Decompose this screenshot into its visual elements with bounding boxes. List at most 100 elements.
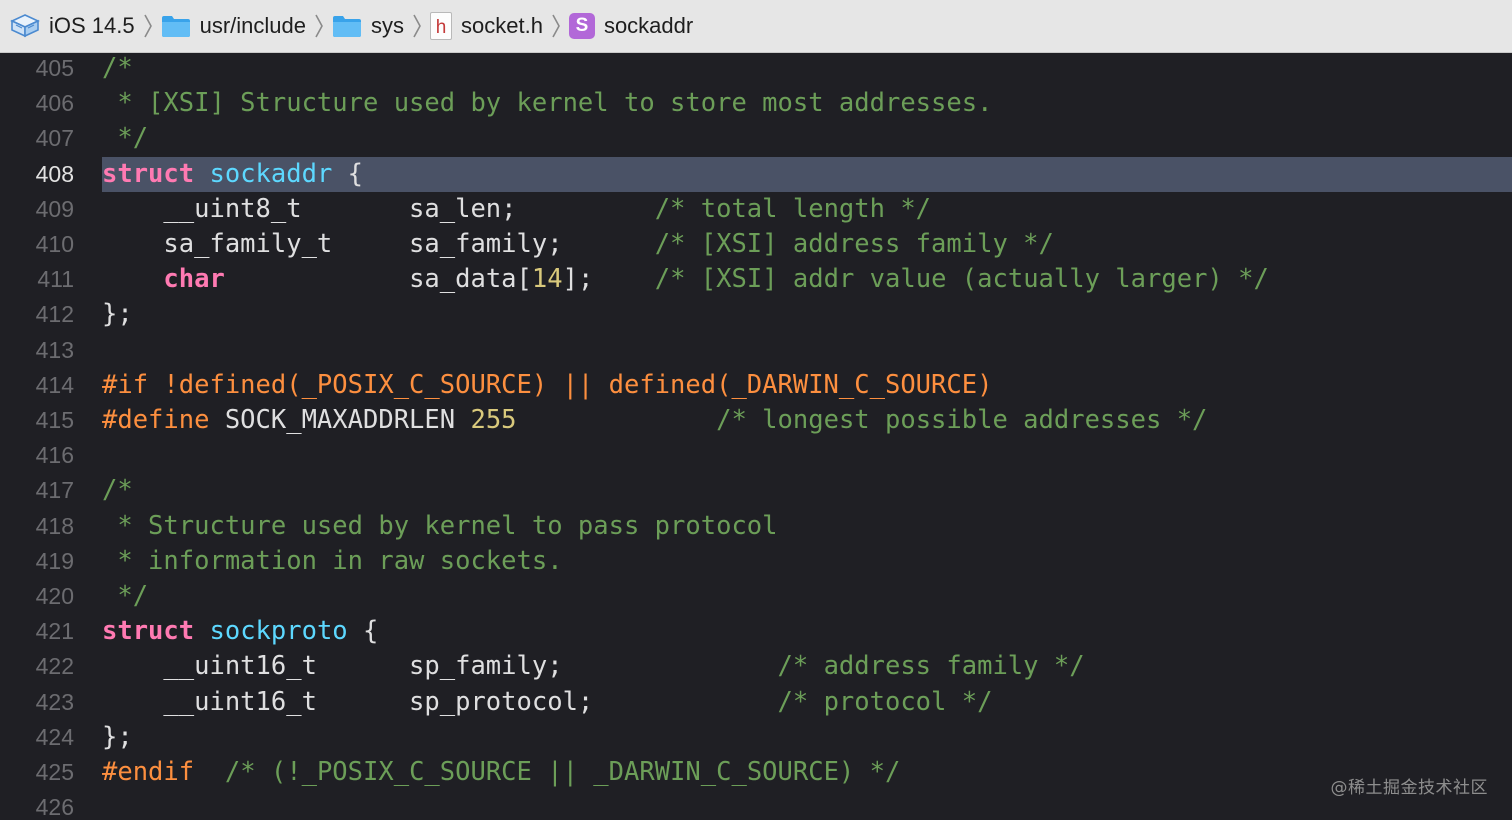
code-text[interactable] (102, 333, 1512, 368)
code-text[interactable]: __uint8_t sa_len; /* total length */ (102, 192, 1512, 227)
code-line[interactable]: 409 __uint8_t sa_len; /* total length */ (0, 192, 1512, 227)
code-token: sockaddr (209, 158, 333, 189)
line-number[interactable]: 405 (35, 55, 74, 81)
code-line[interactable]: 406 * [XSI] Structure used by kernel to … (0, 86, 1512, 121)
code-token: struct (102, 616, 195, 647)
code-line[interactable]: 418 * Structure used by kernel to pass p… (0, 509, 1512, 544)
line-number[interactable]: 408 (35, 160, 74, 187)
code-line[interactable]: 407 */ (0, 121, 1512, 156)
line-number[interactable]: 414 (35, 371, 74, 398)
code-editor[interactable]: 405 /* 406 * [XSI] Structure used by kerne… (0, 54, 1512, 820)
line-number[interactable]: 413 (35, 336, 74, 363)
code-line[interactable]: 415 #define SOCK_MAXADDRLEN 255 /* longes… (0, 403, 1512, 438)
line-number[interactable]: 411 (37, 266, 74, 293)
code-token: #endif (102, 757, 195, 787)
code-token: /* [XSI] addr value (actually larger) */ (654, 264, 1269, 295)
code-text[interactable]: */ (102, 579, 1512, 614)
chevron-right-icon (314, 13, 324, 39)
code-text[interactable]: * [XSI] Structure used by kernel to stor… (102, 86, 1512, 121)
breadcrumb-sdk[interactable]: iOS 14.5 (10, 6, 135, 46)
code-token: __uint16_t sp_protocol; (102, 686, 778, 717)
code-text[interactable]: #endif /* (!_POSIX_C_SOURCE || _DARWIN_C… (102, 755, 1512, 790)
code-line[interactable]: 426 (0, 790, 1512, 820)
code-token: ]; (562, 264, 655, 295)
code-token: /* (102, 475, 133, 506)
code-line[interactable]: 408 struct sockaddr { (0, 156, 1512, 192)
code-token: struct (102, 158, 195, 189)
code-token: /* (102, 54, 133, 83)
code-text[interactable]: */ (102, 121, 1512, 156)
line-number[interactable]: 419 (35, 547, 74, 574)
code-line[interactable]: 411 char sa_data[14]; /* [XSI] addr valu… (0, 262, 1512, 297)
line-number[interactable]: 416 (35, 442, 74, 469)
breadcrumb-usr-include[interactable]: usr/include (161, 6, 306, 46)
code-text[interactable]: __uint16_t sp_protocol; /* protocol */ (102, 685, 1512, 720)
breadcrumb-socket-h[interactable]: h socket.h (430, 6, 543, 46)
line-number[interactable]: 417 (35, 477, 74, 504)
code-text[interactable]: __uint16_t sp_family; /* address family … (102, 649, 1512, 684)
code-token: * [XSI] Structure used by kernel to stor… (102, 88, 993, 119)
code-token: { (347, 616, 379, 647)
code-token: /* [XSI] address family */ (654, 229, 1054, 259)
code-token: __uint16_t sp_family; (102, 651, 778, 682)
code-token (194, 757, 225, 787)
code-text[interactable]: /* (102, 473, 1512, 508)
code-token: * information in raw sockets. (102, 545, 563, 576)
chevron-right-icon (143, 13, 153, 39)
breadcrumb-sys[interactable]: sys (332, 6, 404, 46)
code-token: #define (102, 405, 210, 435)
line-number[interactable]: 425 (35, 759, 74, 785)
jump-bar: iOS 14.5 usr/include sys h socket.h (0, 0, 1512, 53)
code-text[interactable]: sa_family_t sa_family; /* [XSI] address … (102, 227, 1512, 262)
code-line[interactable]: 416 (0, 438, 1512, 473)
code-token: sockproto (209, 616, 348, 647)
line-number[interactable]: 420 (35, 583, 74, 609)
code-token: }; (102, 299, 133, 330)
line-number[interactable]: 406 (35, 90, 74, 117)
code-text[interactable] (102, 438, 1512, 473)
breadcrumb-label: socket.h (461, 13, 543, 38)
code-line[interactable]: 412}; (0, 297, 1512, 332)
code-line[interactable]: 419 * information in raw sockets. (0, 544, 1512, 579)
code-token: #if !defined(_POSIX_C_SOURCE) || defined… (102, 369, 993, 400)
breadcrumb-sockaddr[interactable]: S sockaddr (568, 6, 693, 46)
line-number[interactable]: 422 (35, 653, 74, 680)
code-token (194, 159, 209, 189)
code-token: /* total length */ (654, 193, 932, 224)
line-number[interactable]: 412 (35, 301, 74, 328)
code-text[interactable]: * information in raw sockets. (102, 544, 1512, 579)
code-line[interactable]: 413 (0, 333, 1512, 368)
code-line[interactable]: 425 #endif /* (!_POSIX_C_SOURCE || _DARWI… (0, 755, 1512, 790)
code-text[interactable]: }; (102, 297, 1512, 332)
code-token: /* longest possible addresses */ (716, 405, 1208, 435)
code-line[interactable]: 405 /* (0, 54, 1512, 86)
code-text[interactable]: struct sockaddr { (102, 156, 1512, 192)
code-line[interactable]: 424}; (0, 720, 1512, 755)
code-line[interactable]: 420 */ (0, 579, 1512, 614)
line-number[interactable]: 426 (35, 794, 74, 820)
code-text[interactable]: char sa_data[14]; /* [XSI] addr value (a… (102, 262, 1512, 297)
line-number[interactable]: 424 (35, 723, 74, 750)
code-line[interactable]: 410 sa_family_t sa_family; /* [XSI] addr… (0, 227, 1512, 262)
code-line[interactable]: 421 struct sockproto { (0, 614, 1512, 649)
folder-icon (161, 14, 191, 38)
line-number[interactable]: 421 (35, 618, 74, 645)
line-number[interactable]: 423 (35, 688, 74, 715)
line-number[interactable]: 415 (35, 407, 74, 433)
line-number[interactable]: 407 (35, 125, 74, 152)
code-text[interactable]: /* (102, 54, 1512, 86)
code-text[interactable]: #if !defined(_POSIX_C_SOURCE) || defined… (102, 368, 1512, 403)
code-text[interactable]: struct sockproto { (102, 614, 1512, 649)
code-line[interactable]: 417 /* (0, 473, 1512, 508)
code-line[interactable]: 414 #if !defined(_POSIX_C_SOURCE) || defi… (0, 368, 1512, 403)
code-text[interactable]: * Structure used by kernel to pass proto… (102, 509, 1512, 544)
code-text[interactable]: #define SOCK_MAXADDRLEN 255 /* longest p… (102, 403, 1512, 438)
line-number[interactable]: 410 (35, 231, 74, 257)
code-line[interactable]: 423 __uint16_t sp_protocol; /* protocol … (0, 685, 1512, 720)
line-number[interactable]: 409 (35, 195, 74, 222)
line-number[interactable]: 418 (35, 512, 74, 539)
header-file-icon: h (430, 12, 452, 40)
code-line[interactable]: 422 __uint16_t sp_family; /* address fam… (0, 649, 1512, 684)
code-text[interactable] (102, 790, 1512, 820)
code-text[interactable]: }; (102, 720, 1512, 755)
